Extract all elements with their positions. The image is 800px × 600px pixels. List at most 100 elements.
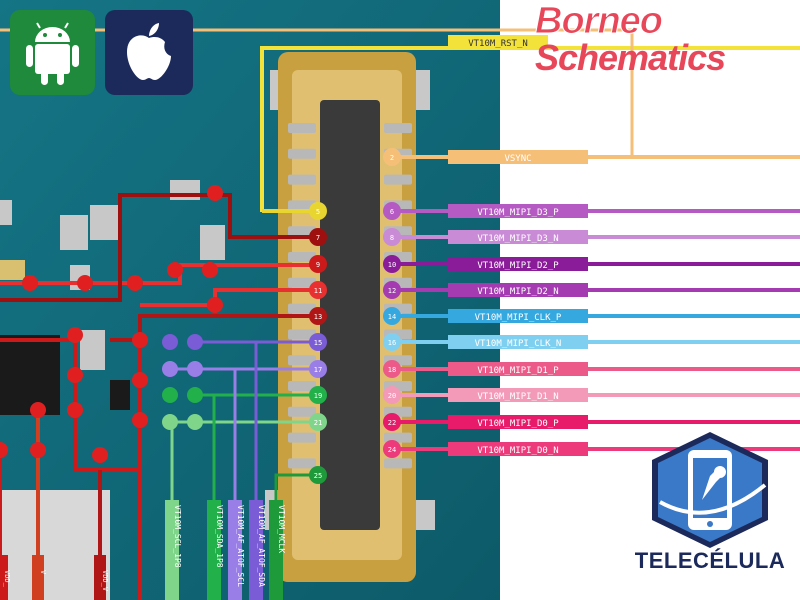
- signal-via-5: [187, 387, 203, 403]
- net-labels: VT10M_RST_NVSYNCVT10M_MIPI_D3_PVT10M_MIP…: [448, 35, 588, 456]
- via-dot-9: [67, 367, 83, 383]
- net-label-box-14: [448, 309, 588, 323]
- net-label-box-rst: [448, 35, 548, 49]
- net-label-rst: VT10M_RST_N: [468, 39, 528, 49]
- chip: [0, 335, 60, 415]
- pin-marker-17: [309, 360, 327, 378]
- pin-marker-12: [383, 281, 401, 299]
- bottom-label-box-2: [228, 500, 242, 600]
- pin-marker-15: [309, 333, 327, 351]
- signal-via-0: [162, 334, 178, 350]
- connector-pad: [384, 458, 412, 469]
- left-label-box-1: [32, 555, 44, 600]
- pin-marker-11: [309, 281, 327, 299]
- android-icon: [26, 22, 79, 85]
- left-label-box-2: [94, 555, 106, 600]
- connector-pad: [288, 355, 316, 366]
- connector-pad: [288, 148, 316, 159]
- connector-pad: [288, 432, 316, 443]
- pin-number-15: 15: [314, 339, 322, 347]
- pin-number-25: 25: [314, 472, 322, 480]
- pin-marker-24: [383, 440, 401, 458]
- pin-marker-2: [383, 148, 401, 166]
- pin-number-17: 17: [314, 366, 322, 374]
- via-dot-7: [132, 332, 148, 348]
- smd-part: [0, 200, 12, 225]
- net-label-10: VT10M_MIPI_D2_P: [477, 261, 559, 271]
- shield-can: [0, 490, 110, 600]
- pin-marker-7: [309, 228, 327, 246]
- net-label-2: VSYNC: [504, 154, 531, 164]
- pin-marker-22: [383, 413, 401, 431]
- pin-marker-21: [309, 413, 327, 431]
- via-dot-8: [67, 327, 83, 343]
- pin-marker-18: [383, 360, 401, 378]
- connector-pad: [288, 252, 316, 262]
- smd-part: [200, 225, 225, 260]
- android-badge: [10, 10, 95, 95]
- net-label-12: VT10M_MIPI_D2_N: [477, 287, 558, 297]
- via-dot-11: [132, 372, 148, 388]
- signal-via-2: [162, 361, 178, 377]
- net-label-box-6: [448, 204, 588, 218]
- net-label-box-10: [448, 257, 588, 271]
- connector-pad: [384, 174, 412, 185]
- smd-part: [90, 205, 118, 240]
- connector-pad: [288, 200, 316, 211]
- net-label-box-22: [448, 415, 588, 429]
- pin-number-12: 12: [388, 287, 396, 295]
- signal-via-3: [187, 361, 203, 377]
- bottom-label-box-3: [249, 500, 263, 600]
- pin-marker-5: [309, 202, 327, 220]
- bottom-label-box-1: [207, 500, 221, 600]
- signal-via-6: [162, 414, 178, 430]
- pin-number-19: 19: [314, 392, 322, 400]
- net-label-8: VT10M_MIPI_D3_N: [477, 234, 558, 244]
- pin-number-8: 8: [390, 234, 394, 242]
- left-label-0: VDD_: [3, 570, 11, 588]
- via-dot-2: [202, 262, 218, 278]
- via-dot-16: [0, 442, 8, 458]
- pin-number-22: 22: [388, 419, 396, 427]
- signal-trace-2: [170, 367, 310, 600]
- via-dot-3: [127, 275, 143, 291]
- connector-pad: [288, 226, 316, 237]
- pin-marker-6: [383, 202, 401, 220]
- signal-via-4: [162, 387, 178, 403]
- fpc-connector: [278, 52, 416, 582]
- connector-pad: [288, 329, 316, 340]
- net-label-box-18: [448, 362, 588, 376]
- apple-icon: [127, 23, 171, 80]
- left-label-box-0: [0, 555, 8, 600]
- telecelula-wordmark: TELECÉLULA: [634, 548, 786, 573]
- via-dot-1: [167, 262, 183, 278]
- signal-via-7: [187, 414, 203, 430]
- net-label-box-20: [448, 388, 588, 402]
- via-dot-14: [30, 442, 46, 458]
- signal-trace-1: [195, 393, 310, 600]
- phone-repair-icon: [652, 432, 768, 548]
- net-label-22: VT10M_MIPI_D0_P: [477, 419, 559, 429]
- net-label-box-8: [448, 230, 588, 244]
- pin-marker-10: [383, 255, 401, 273]
- pin-number-7: 7: [316, 234, 320, 242]
- pin-marker-9: [309, 255, 327, 273]
- bottom-label-0: VT10M_SCL_1P8: [173, 505, 182, 568]
- pin-number-20: 20: [388, 392, 396, 400]
- pin-number-6: 6: [390, 208, 394, 216]
- pin-number-5: 5: [316, 208, 320, 216]
- net-label-20: VT10M_MIPI_D1_N: [477, 392, 558, 402]
- left-label-1: V: [39, 570, 47, 575]
- pin-number-21: 21: [314, 419, 322, 427]
- telecelula-logo: TELECÉLULA: [630, 430, 790, 580]
- pin-number-2: 2: [390, 154, 394, 162]
- smd-part: [110, 380, 130, 410]
- brand-line-2: Schematics: [535, 37, 726, 78]
- pin-number-24: 24: [388, 446, 396, 454]
- connector-pad: [384, 123, 412, 133]
- net-label-box-24: [448, 442, 588, 456]
- left-label-2: VDD_V: [101, 570, 109, 592]
